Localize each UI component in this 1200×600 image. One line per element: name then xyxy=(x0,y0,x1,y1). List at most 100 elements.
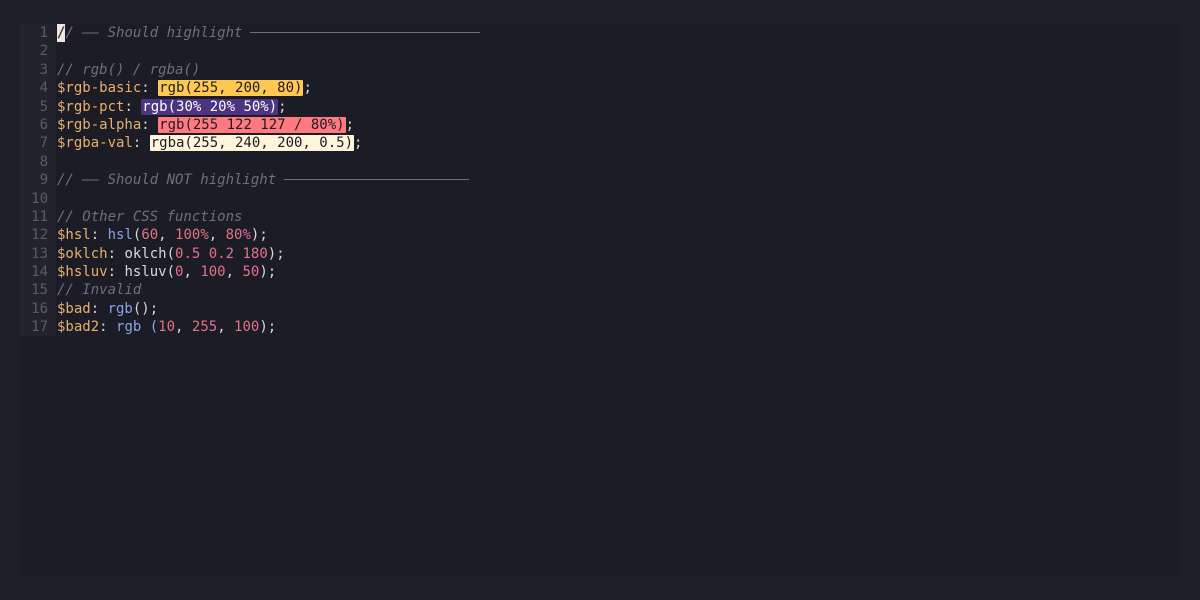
comment-text: // Other CSS functions xyxy=(57,208,243,225)
code-line[interactable]: 13 $oklch: oklch(0.5 0.2 180); xyxy=(20,245,1180,263)
function-token: , xyxy=(158,227,176,244)
function-token: ); xyxy=(259,264,277,281)
comment-rule-line xyxy=(250,31,481,33)
function-name: hsl xyxy=(107,227,133,244)
code-line[interactable]: 3 // rgb() / rgba() xyxy=(20,61,1180,79)
color-highlight: rgb(30% 20% 50%) xyxy=(141,98,279,115)
comment-text: // rgb() / rgba() xyxy=(57,61,201,78)
line-number: 2 xyxy=(39,43,48,60)
code-line[interactable]: 5 $rgb-pct: rgb(30% 20% 50%); xyxy=(20,98,1180,116)
variable-name: $rgba-val xyxy=(57,135,133,152)
function-token: , xyxy=(225,264,243,281)
function-token: ); xyxy=(259,319,277,336)
line-number: 7 xyxy=(39,135,48,152)
line-number: 15 xyxy=(31,282,48,299)
line-code: // —— Should NOT highlight xyxy=(57,171,470,189)
function-token: (); xyxy=(132,300,159,317)
code-line[interactable]: 15 // Invalid xyxy=(20,281,1180,299)
variable-name: $bad2 xyxy=(57,319,100,336)
function-token: 100% xyxy=(175,227,209,244)
code-line[interactable]: 8 xyxy=(20,153,1180,171)
code-line[interactable]: 2 xyxy=(20,42,1180,60)
function-token: ( xyxy=(132,227,142,244)
line-code: $rgb-alpha: rgb(255 122 127 / 80%); xyxy=(57,116,354,134)
variable-name: $rgb-basic xyxy=(57,80,142,97)
semicolon: ; xyxy=(345,116,355,133)
variable-name: $hsl xyxy=(57,227,91,244)
line-number: 8 xyxy=(39,153,48,170)
line-number: 11 xyxy=(31,208,48,225)
variable-name: $hsluv xyxy=(57,264,108,281)
semicolon: ; xyxy=(354,135,363,152)
line-code: $oklch: oklch(0.5 0.2 180); xyxy=(57,245,285,263)
line-code: $bad: rgb(); xyxy=(57,300,158,318)
separator: : xyxy=(141,80,159,97)
variable-name: $bad xyxy=(57,300,91,317)
separator: : xyxy=(90,227,108,244)
variable-name: $oklch xyxy=(57,245,108,262)
function-token xyxy=(234,246,242,262)
separator: : xyxy=(90,300,108,317)
function-token: , xyxy=(217,319,235,336)
code-line[interactable]: 10 xyxy=(20,190,1180,208)
line-number: 13 xyxy=(31,245,48,262)
line-number: 5 xyxy=(39,98,48,115)
function-token: ); xyxy=(250,227,268,244)
variable-name: $rgb-pct xyxy=(57,98,125,115)
code-line[interactable]: 12 $hsl: hsl(60, 100%, 80%); xyxy=(20,226,1180,244)
function-token: ( xyxy=(166,264,176,281)
function-token: , xyxy=(208,227,226,244)
function-token: ( xyxy=(166,245,176,262)
line-code: // Other CSS functions xyxy=(57,208,242,226)
comment-text: / —— Should highlight xyxy=(65,25,243,41)
code-line[interactable]: 16 $bad: rgb(); xyxy=(20,300,1180,318)
function-token: 10 xyxy=(158,319,176,336)
line-code: $rgba-val: rgba(255, 240, 200, 0.5); xyxy=(57,134,362,152)
line-code: // —— Should highlight xyxy=(57,24,481,43)
code-line[interactable]: 14 $hsluv: hsluv(0, 100, 50); xyxy=(20,263,1180,281)
function-token: , xyxy=(183,264,201,281)
separator: : xyxy=(99,319,117,336)
function-token: 100 xyxy=(234,319,260,336)
line-number: 9 xyxy=(39,172,48,189)
line-number: 12 xyxy=(31,227,48,244)
function-token: 255 xyxy=(191,319,218,336)
separator: : xyxy=(124,98,142,115)
color-highlight: rgb(255, 200, 80) xyxy=(158,80,304,97)
function-token: 50 xyxy=(242,264,260,281)
line-code: // Invalid xyxy=(57,281,141,299)
line-code: $hsl: hsl(60, 100%, 80%); xyxy=(57,226,268,244)
line-number: 3 xyxy=(39,61,48,78)
code-line[interactable]: 4$rgb-basic: rgb(255, 200, 80); xyxy=(20,79,1180,97)
comment-text: // Invalid xyxy=(57,282,142,299)
separator: : xyxy=(141,116,159,133)
code-line[interactable]: 7 $rgba-val: rgba(255, 240, 200, 0.5); xyxy=(20,134,1180,152)
semicolon: ; xyxy=(303,80,312,97)
line-code: $rgb-pct: rgb(30% 20% 50%); xyxy=(57,98,287,116)
separator: : xyxy=(107,245,125,262)
function-token: 180 xyxy=(242,245,268,262)
line-number: 16 xyxy=(31,300,48,317)
function-name: rgb xyxy=(116,319,142,336)
line-code: $bad2: rgb (10, 255, 100); xyxy=(57,318,276,336)
function-token: 100 xyxy=(200,264,226,281)
code-line[interactable]: 11 // Other CSS functions xyxy=(20,208,1180,226)
code-line[interactable]: 1// —— Should highlight xyxy=(20,24,1180,43)
separator: : xyxy=(107,264,125,281)
line-number: 17 xyxy=(31,319,48,336)
color-highlight: rgba(255, 240, 200, 0.5) xyxy=(149,135,355,152)
function-name: hsluv xyxy=(124,264,167,281)
code-line[interactable]: 9 // —— Should NOT highlight xyxy=(20,171,1180,189)
code-line[interactable]: 17 $bad2: rgb (10, 255, 100); xyxy=(20,318,1180,336)
code-line[interactable]: 6 $rgb-alpha: rgb(255 122 127 / 80%); xyxy=(20,116,1180,134)
function-token: 0 xyxy=(175,264,184,281)
line-number: 14 xyxy=(31,264,48,281)
semicolon: ; xyxy=(278,98,287,115)
function-token xyxy=(200,246,208,262)
line-code: $rgb-basic: rgb(255, 200, 80); xyxy=(57,79,312,97)
line-number: 6 xyxy=(39,116,48,133)
comment-text: // —— Should NOT highlight xyxy=(57,172,277,189)
